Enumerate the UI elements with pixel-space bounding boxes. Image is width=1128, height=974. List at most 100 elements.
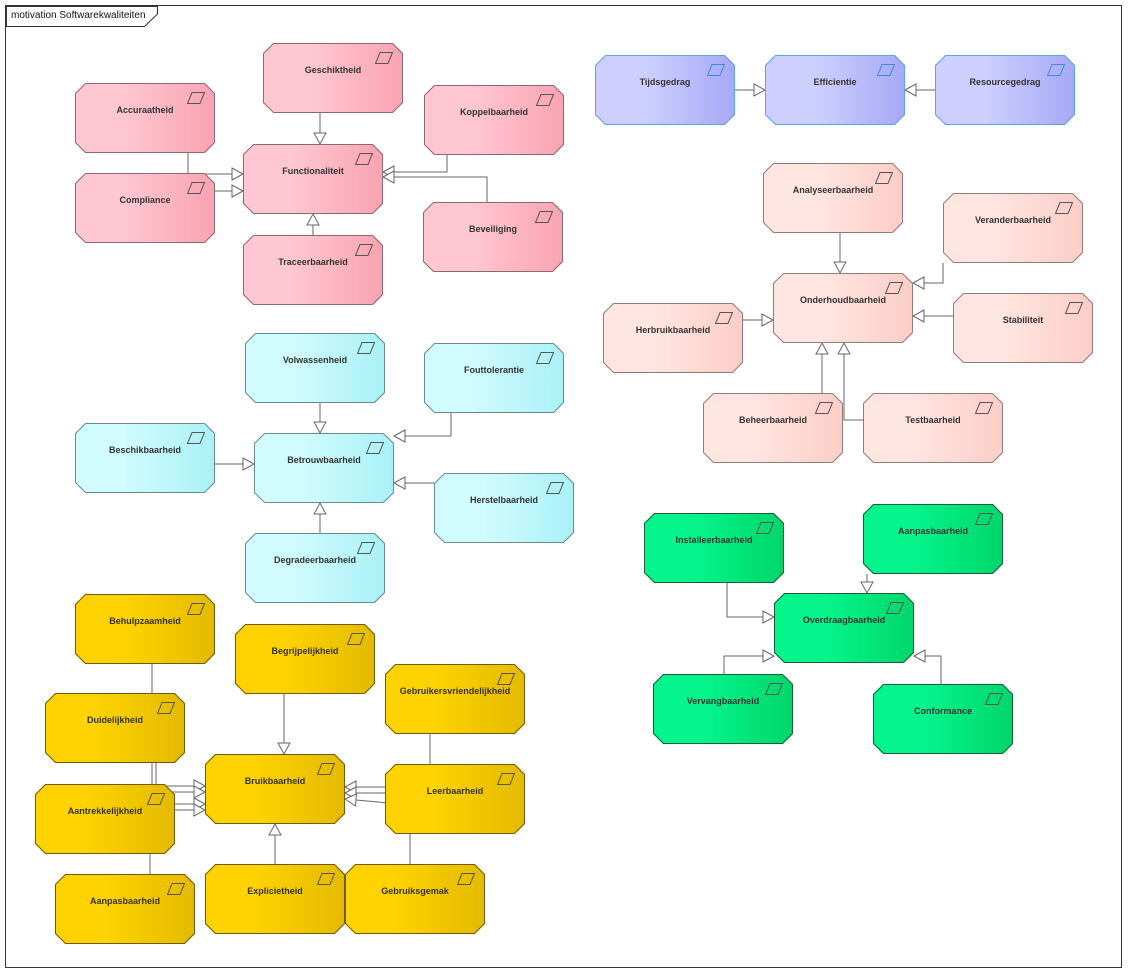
- node-conformance[interactable]: Conformance: [873, 684, 1013, 754]
- node-begrijpelijkheid[interactable]: Begrijpelijkheid: [235, 624, 375, 694]
- node-herstelbaarheid[interactable]: Herstelbaarheid: [434, 473, 574, 543]
- relation-beschikbaarheid-to-betrouwbaarheid[interactable]: [215, 457, 256, 471]
- connector-line: [187, 153, 232, 175]
- relation-vervangbaarheid-to-overdraagbaarheid[interactable]: [723, 649, 776, 674]
- requirement-parallelogram-icon: [975, 402, 993, 414]
- node-explicietheid[interactable]: Explicietheid: [205, 864, 345, 934]
- relation-tijdsgedrag-to-efficientie[interactable]: [735, 83, 767, 97]
- node-outline: [385, 764, 525, 834]
- node-outline: [943, 193, 1083, 263]
- requirement-parallelogram-icon: [765, 683, 783, 695]
- relation-geschiktheid-to-functionaliteit[interactable]: [313, 113, 327, 146]
- node-accuraatheid[interactable]: Accuraatheid: [75, 83, 215, 153]
- node-label: Leerbaarheid: [426, 786, 484, 796]
- realization-arrowhead: [833, 261, 847, 275]
- relation-herstelbaarheid-to-betrouwbaarheid[interactable]: [392, 476, 434, 490]
- requirement-parallelogram-icon: [355, 244, 373, 256]
- relation-degradeerbaarheid-to-betrouwbaarheid[interactable]: [313, 501, 327, 533]
- relation-conformance-to-overdraagbaarheid[interactable]: [912, 649, 942, 684]
- node-duidelijkheid[interactable]: Duidelijkheid: [45, 693, 185, 763]
- node-degradeerbaarheid[interactable]: Degradeerbaarheid: [245, 533, 385, 603]
- node-aantrekkelijkheid[interactable]: Aantrekkelijkheid: [35, 784, 175, 854]
- node-bruikbaarheid[interactable]: Bruikbaarheid: [205, 754, 345, 824]
- relation-explicietheid-to-bruikbaarheid[interactable]: [268, 822, 282, 864]
- node-traceerbaarheid[interactable]: Traceerbaarheid: [243, 235, 383, 305]
- relation-analyseerbaarheid-to-onderhoudbaarheid[interactable]: [833, 233, 847, 275]
- node-functionaliteit[interactable]: Functionaliteit: [243, 144, 383, 214]
- relation-volwassenheid-to-betrouwbaarheid[interactable]: [313, 403, 327, 435]
- node-beheerbaarheid[interactable]: Beheerbaarheid: [703, 393, 843, 463]
- node-label: Betrouwbaarheid: [287, 455, 361, 465]
- node-gebruikersvriendelijkheid[interactable]: Gebruikersvriendelijkheid: [385, 664, 525, 734]
- node-veranderbaarheid[interactable]: Veranderbaarheid: [943, 193, 1083, 263]
- node-overdraagbaarheid[interactable]: Overdraagbaarheid: [774, 593, 914, 663]
- node-compliance[interactable]: Compliance: [75, 173, 215, 243]
- relation-begrijpelijkheid-to-bruikbaarheid[interactable]: [277, 694, 291, 756]
- relation-stabiliteit-to-onderhoudbaarheid[interactable]: [911, 309, 953, 323]
- relation-fouttolerantie-to-betrouwbaarheid[interactable]: [392, 413, 452, 443]
- node-geschiktheid[interactable]: Geschiktheid: [263, 43, 403, 113]
- node-outline: [935, 55, 1075, 125]
- node-stabiliteit[interactable]: Stabiliteit: [953, 293, 1093, 363]
- node-label: Aantrekkelijkheid: [67, 806, 143, 816]
- requirement-parallelogram-icon: [985, 693, 1003, 705]
- relation-compliance-to-functionaliteit[interactable]: [215, 184, 245, 198]
- node-analyseerbaarheid[interactable]: Analyseerbaarheid: [763, 163, 903, 233]
- relation-veranderbaarheid-to-onderhoudbaarheid[interactable]: [911, 263, 944, 290]
- node-installeerbaarheid[interactable]: Installeerbaarheid: [644, 513, 784, 583]
- node-outline: [863, 393, 1003, 463]
- realization-arrowhead: [343, 793, 358, 807]
- node-label: Accuraatheid: [116, 105, 174, 115]
- requirement-parallelogram-icon: [167, 883, 185, 895]
- node-outline: [644, 513, 784, 583]
- relation-resourcegedrag-to-efficientie[interactable]: [903, 83, 935, 97]
- node-outline: [423, 202, 563, 272]
- connector-line: [843, 354, 863, 421]
- relation-beveiliging-to-functionaliteit[interactable]: [381, 170, 488, 202]
- requirement-parallelogram-icon: [535, 211, 553, 223]
- node-behulpzaamheid[interactable]: Behulpzaamheid: [75, 594, 215, 664]
- node-outline: [873, 684, 1013, 754]
- node-volwassenheid[interactable]: Volwassenheid: [245, 333, 385, 403]
- node-testbaarheid[interactable]: Testbaarheid: [863, 393, 1003, 463]
- node-resourcegedrag[interactable]: Resourcegedrag: [935, 55, 1075, 125]
- relation-installeerbaarheid-to-overdraagbaarheid[interactable]: [726, 583, 776, 624]
- node-tijdsgedrag[interactable]: Tijdsgedrag: [595, 55, 735, 125]
- node-aanpasbaarheid-g[interactable]: Aanpasbaarheid: [863, 504, 1003, 574]
- node-efficientie[interactable]: Efficientie: [765, 55, 905, 125]
- node-outline: [205, 754, 345, 824]
- node-fouttolerantie[interactable]: Fouttolerantie: [424, 343, 564, 413]
- realization-arrowhead: [762, 610, 776, 624]
- node-herbruikbaarheid[interactable]: Herbruikbaarheid: [603, 303, 743, 373]
- node-label: Testbaarheid: [905, 415, 961, 425]
- node-label: Beveiliging: [468, 224, 517, 234]
- node-label: Aanpasbaarheid: [89, 896, 161, 906]
- node-leerbaarheid[interactable]: Leerbaarheid: [385, 764, 525, 834]
- node-gebruiksgemak[interactable]: Gebruiksgemak: [345, 864, 485, 934]
- realization-arrowhead: [313, 501, 327, 515]
- requirement-parallelogram-icon: [885, 282, 903, 294]
- relation-aanpasbaarheid-g-to-overdraagbaarheid[interactable]: [860, 574, 874, 595]
- node-label: Installeerbaarheid: [675, 535, 753, 545]
- node-onderhoudbaarheid[interactable]: Onderhoudbaarheid: [773, 273, 913, 343]
- relation-testbaarheid-to-onderhoudbaarheid[interactable]: [837, 341, 863, 421]
- relation-traceerbaarheid-to-functionaliteit[interactable]: [306, 212, 320, 235]
- node-vervangbaarheid[interactable]: Vervangbaarheid: [653, 674, 793, 744]
- requirement-parallelogram-icon: [147, 793, 165, 805]
- relation-beheerbaarheid-to-onderhoudbaarheid[interactable]: [815, 341, 829, 393]
- node-outline: [434, 473, 574, 543]
- node-outline: [45, 693, 185, 763]
- connector-line: [924, 263, 944, 284]
- node-aanpasbaarheid-y[interactable]: Aanpasbaarheid: [55, 874, 195, 944]
- node-beschikbaarheid[interactable]: Beschikbaarheid: [75, 423, 215, 493]
- node-outline: [245, 533, 385, 603]
- node-beveiliging[interactable]: Beveiliging: [423, 202, 563, 272]
- relation-herbruikbaarheid-to-onderhoudbaarheid[interactable]: [743, 313, 775, 327]
- node-betrouwbaarheid[interactable]: Betrouwbaarheid: [254, 433, 394, 503]
- node-label: Degradeerbaarheid: [273, 555, 357, 565]
- node-label: Begrijpelijkheid: [271, 646, 339, 656]
- node-label: Bruikbaarheid: [244, 776, 306, 786]
- node-outline: [75, 83, 215, 153]
- node-koppelbaarheid[interactable]: Koppelbaarheid: [424, 85, 564, 155]
- node-label: Beheerbaarheid: [738, 415, 808, 425]
